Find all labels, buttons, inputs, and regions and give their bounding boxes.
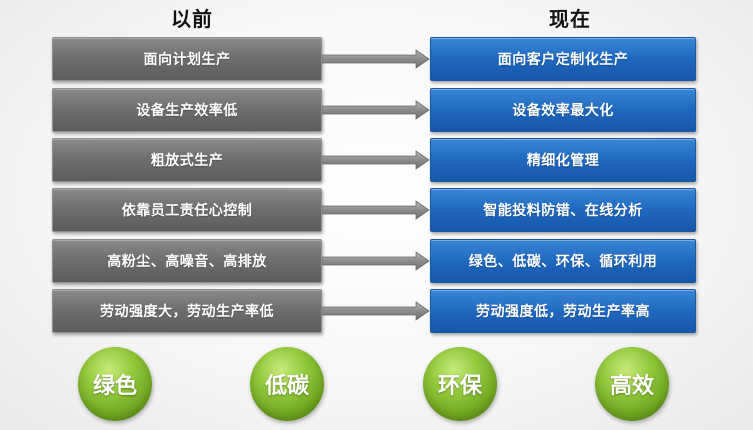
- before-box-5: 高粉尘、高噪音、高排放: [52, 239, 322, 283]
- before-box-6: 劳动强度大，劳动生产率低: [52, 289, 322, 333]
- before-box-4: 依靠员工责任心控制: [52, 188, 322, 232]
- arrow-right-icon: [322, 100, 430, 120]
- now-box-1: 面向客户定制化生产: [430, 37, 696, 81]
- now-box-6: 劳动强度低，劳动生产率高: [430, 289, 696, 333]
- now-box-2: 设备效率最大化: [430, 88, 696, 132]
- before-box-1: 面向计划生产: [52, 37, 322, 81]
- now-box-3: 精细化管理: [430, 138, 696, 182]
- arrow-right-icon: [322, 200, 430, 220]
- arrow-right-icon: [322, 251, 430, 271]
- heading-before: 以前: [171, 7, 213, 31]
- benefit-circle-efficient: 高效: [595, 347, 669, 421]
- arrow-right-icon: [322, 301, 430, 321]
- arrow-right-icon: [322, 49, 430, 69]
- heading-now: 现在: [549, 7, 591, 31]
- benefit-circle-green: 绿色: [78, 347, 152, 421]
- before-box-2: 设备生产效率低: [52, 88, 322, 132]
- benefit-circle-eco: 环保: [423, 347, 497, 421]
- before-box-3: 粗放式生产: [52, 138, 322, 182]
- now-box-4: 智能投料防错、在线分析: [430, 188, 696, 232]
- benefit-circle-low-carbon: 低碳: [250, 347, 324, 421]
- arrow-right-icon: [322, 150, 430, 170]
- now-box-5: 绿色、低碳、环保、循环利用: [430, 239, 696, 283]
